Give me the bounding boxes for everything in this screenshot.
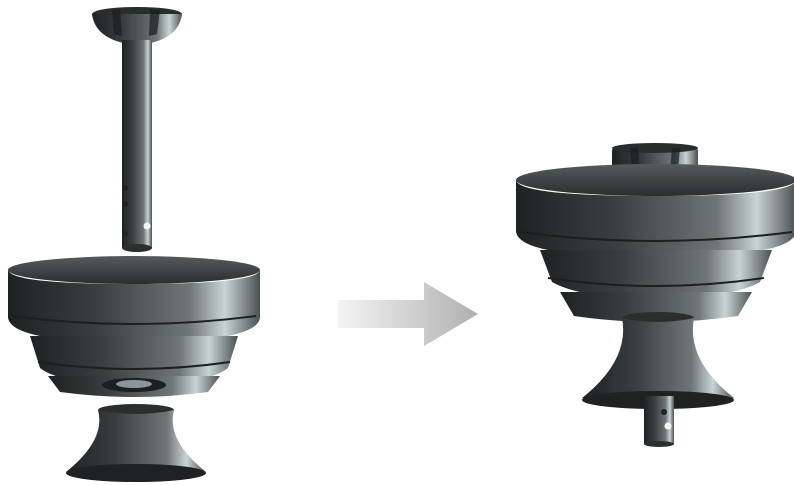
downrod-icon <box>122 40 152 252</box>
motor-housing-icon <box>8 256 260 397</box>
right-arrow-icon <box>338 282 478 346</box>
panel-after <box>516 143 794 447</box>
bell-canopy-icon <box>66 404 206 482</box>
downrod-icon <box>644 396 674 447</box>
bell-canopy-icon <box>582 312 734 409</box>
ceiling-cup-icon <box>92 7 182 44</box>
panel-before <box>8 7 260 482</box>
motor-housing-icon <box>516 164 794 322</box>
